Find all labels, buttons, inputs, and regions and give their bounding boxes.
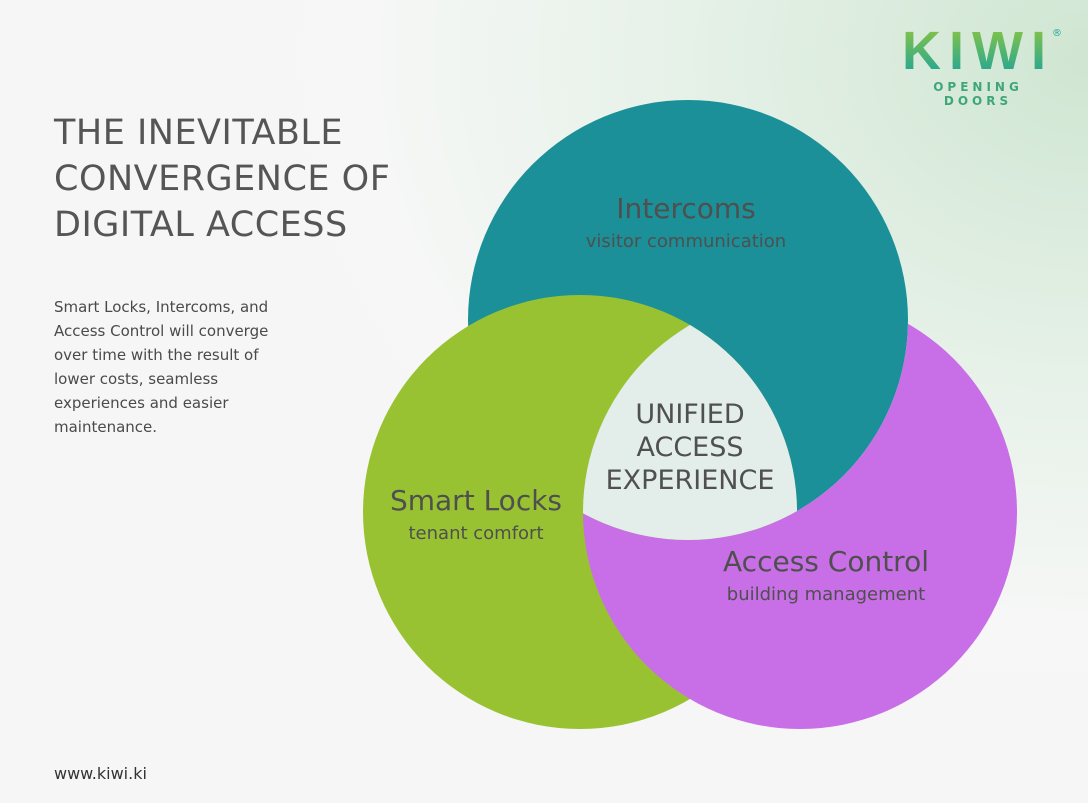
access-control-title: Access Control: [723, 545, 929, 578]
registered-mark: ®: [1052, 28, 1062, 39]
unified-label: UNIFIED ACCESS EXPERIENCE: [606, 398, 775, 497]
smart-locks-subtitle: tenant comfort: [408, 523, 544, 544]
smart-locks-title: Smart Locks: [389, 484, 563, 517]
intercoms-label: Intercoms visitor communication: [586, 192, 786, 252]
smart-locks-label: Smart Locks tenant comfort: [390, 484, 562, 544]
title-line: DIGITAL ACCESS: [54, 205, 348, 245]
page-title: THE INEVITABLE CONVERGENCE OF DIGITAL AC…: [54, 110, 390, 248]
unified-intersection: [583, 295, 797, 540]
center-line: ACCESS: [636, 432, 744, 463]
center-line: EXPERIENCE: [605, 465, 775, 496]
logo-tagline: OPENING DOORS: [933, 80, 1023, 108]
center-line: UNIFIED: [635, 399, 745, 430]
kiwi-logo: KIWI ® OPENING DOORS: [898, 24, 1062, 108]
title-line: THE INEVITABLE: [54, 113, 344, 153]
intercoms-title: Intercoms: [616, 192, 756, 225]
website-link[interactable]: www.kiwi.ki: [54, 764, 147, 783]
intercoms-subtitle: visitor communication: [585, 231, 787, 252]
description: Smart Locks, Intercoms, and Access Contr…: [54, 298, 269, 436]
logo-word: KIWI: [898, 24, 1058, 78]
access-control-subtitle: building management: [726, 584, 926, 605]
access-control-label: Access Control building management: [723, 545, 929, 605]
title-line: CONVERGENCE OF: [54, 159, 391, 199]
